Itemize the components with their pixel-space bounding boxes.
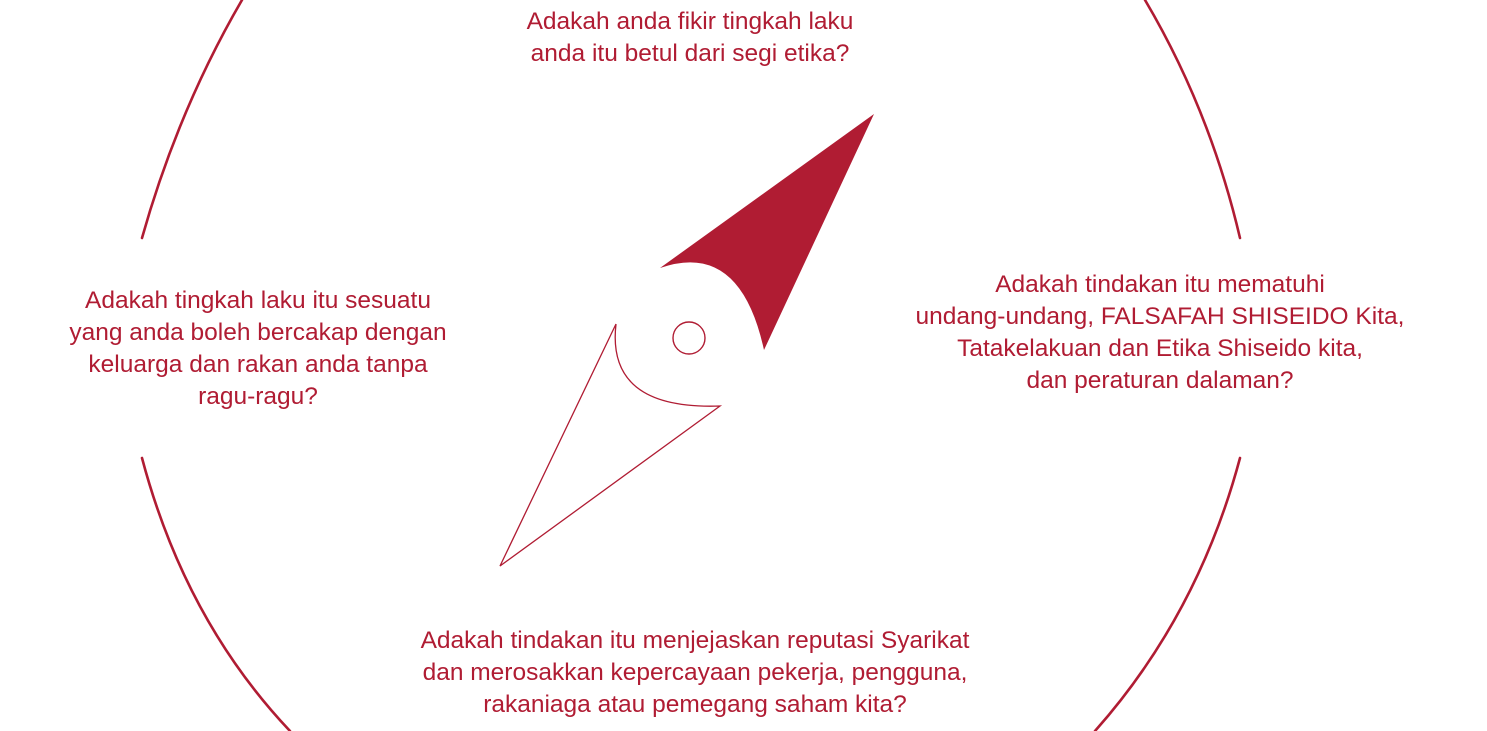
needle-south-outline xyxy=(499,323,723,567)
question-left-line: keluarga dan rakan anda tanpa xyxy=(88,351,428,378)
question-left-family-friends: Adakah tingkah laku itu sesuatu yang and… xyxy=(8,285,508,413)
question-right-line: undang-undang, FALSAFAH SHISEIDO Kita, xyxy=(915,303,1405,330)
question-top-ethics: Adakah anda fikir tingkah laku anda itu … xyxy=(390,6,990,70)
outer-circle-arc-top-right xyxy=(1143,0,1242,240)
question-bottom-line: Adakah tindakan itu menjejaskan reputasi… xyxy=(420,627,970,654)
outer-circle-arc-bottom-left xyxy=(140,456,292,731)
compass-center-pivot xyxy=(672,321,706,355)
question-left-line: ragu-ragu? xyxy=(198,383,318,410)
question-bottom-line: dan merosakkan kepercayaan pekerja, peng… xyxy=(422,659,968,686)
question-right-line: dan peraturan dalaman? xyxy=(1026,367,1294,394)
question-right-compliance: Adakah tindakan itu mematuhi undang-unda… xyxy=(855,269,1465,397)
question-left-line: Adakah tingkah laku itu sesuatu xyxy=(85,287,431,314)
question-left-line: yang anda boleh bercakap dengan xyxy=(69,319,447,346)
needle-north-filled xyxy=(660,114,874,350)
question-top-line: anda itu betul dari segi etika? xyxy=(530,40,850,67)
outer-circle-arc-bottom-right xyxy=(1093,456,1242,731)
question-right-line: Tatakelakuan dan Etika Shiseido kita, xyxy=(957,335,1363,362)
question-right-line: Adakah tindakan itu mematuhi xyxy=(995,271,1325,298)
question-top-line: Adakah anda fikir tingkah laku xyxy=(526,8,854,35)
question-bottom-reputation: Adakah tindakan itu menjejaskan reputasi… xyxy=(290,625,1100,721)
question-bottom-line: rakaniaga atau pemegang saham kita? xyxy=(483,691,907,718)
outer-circle-arc-top-left xyxy=(140,0,244,240)
